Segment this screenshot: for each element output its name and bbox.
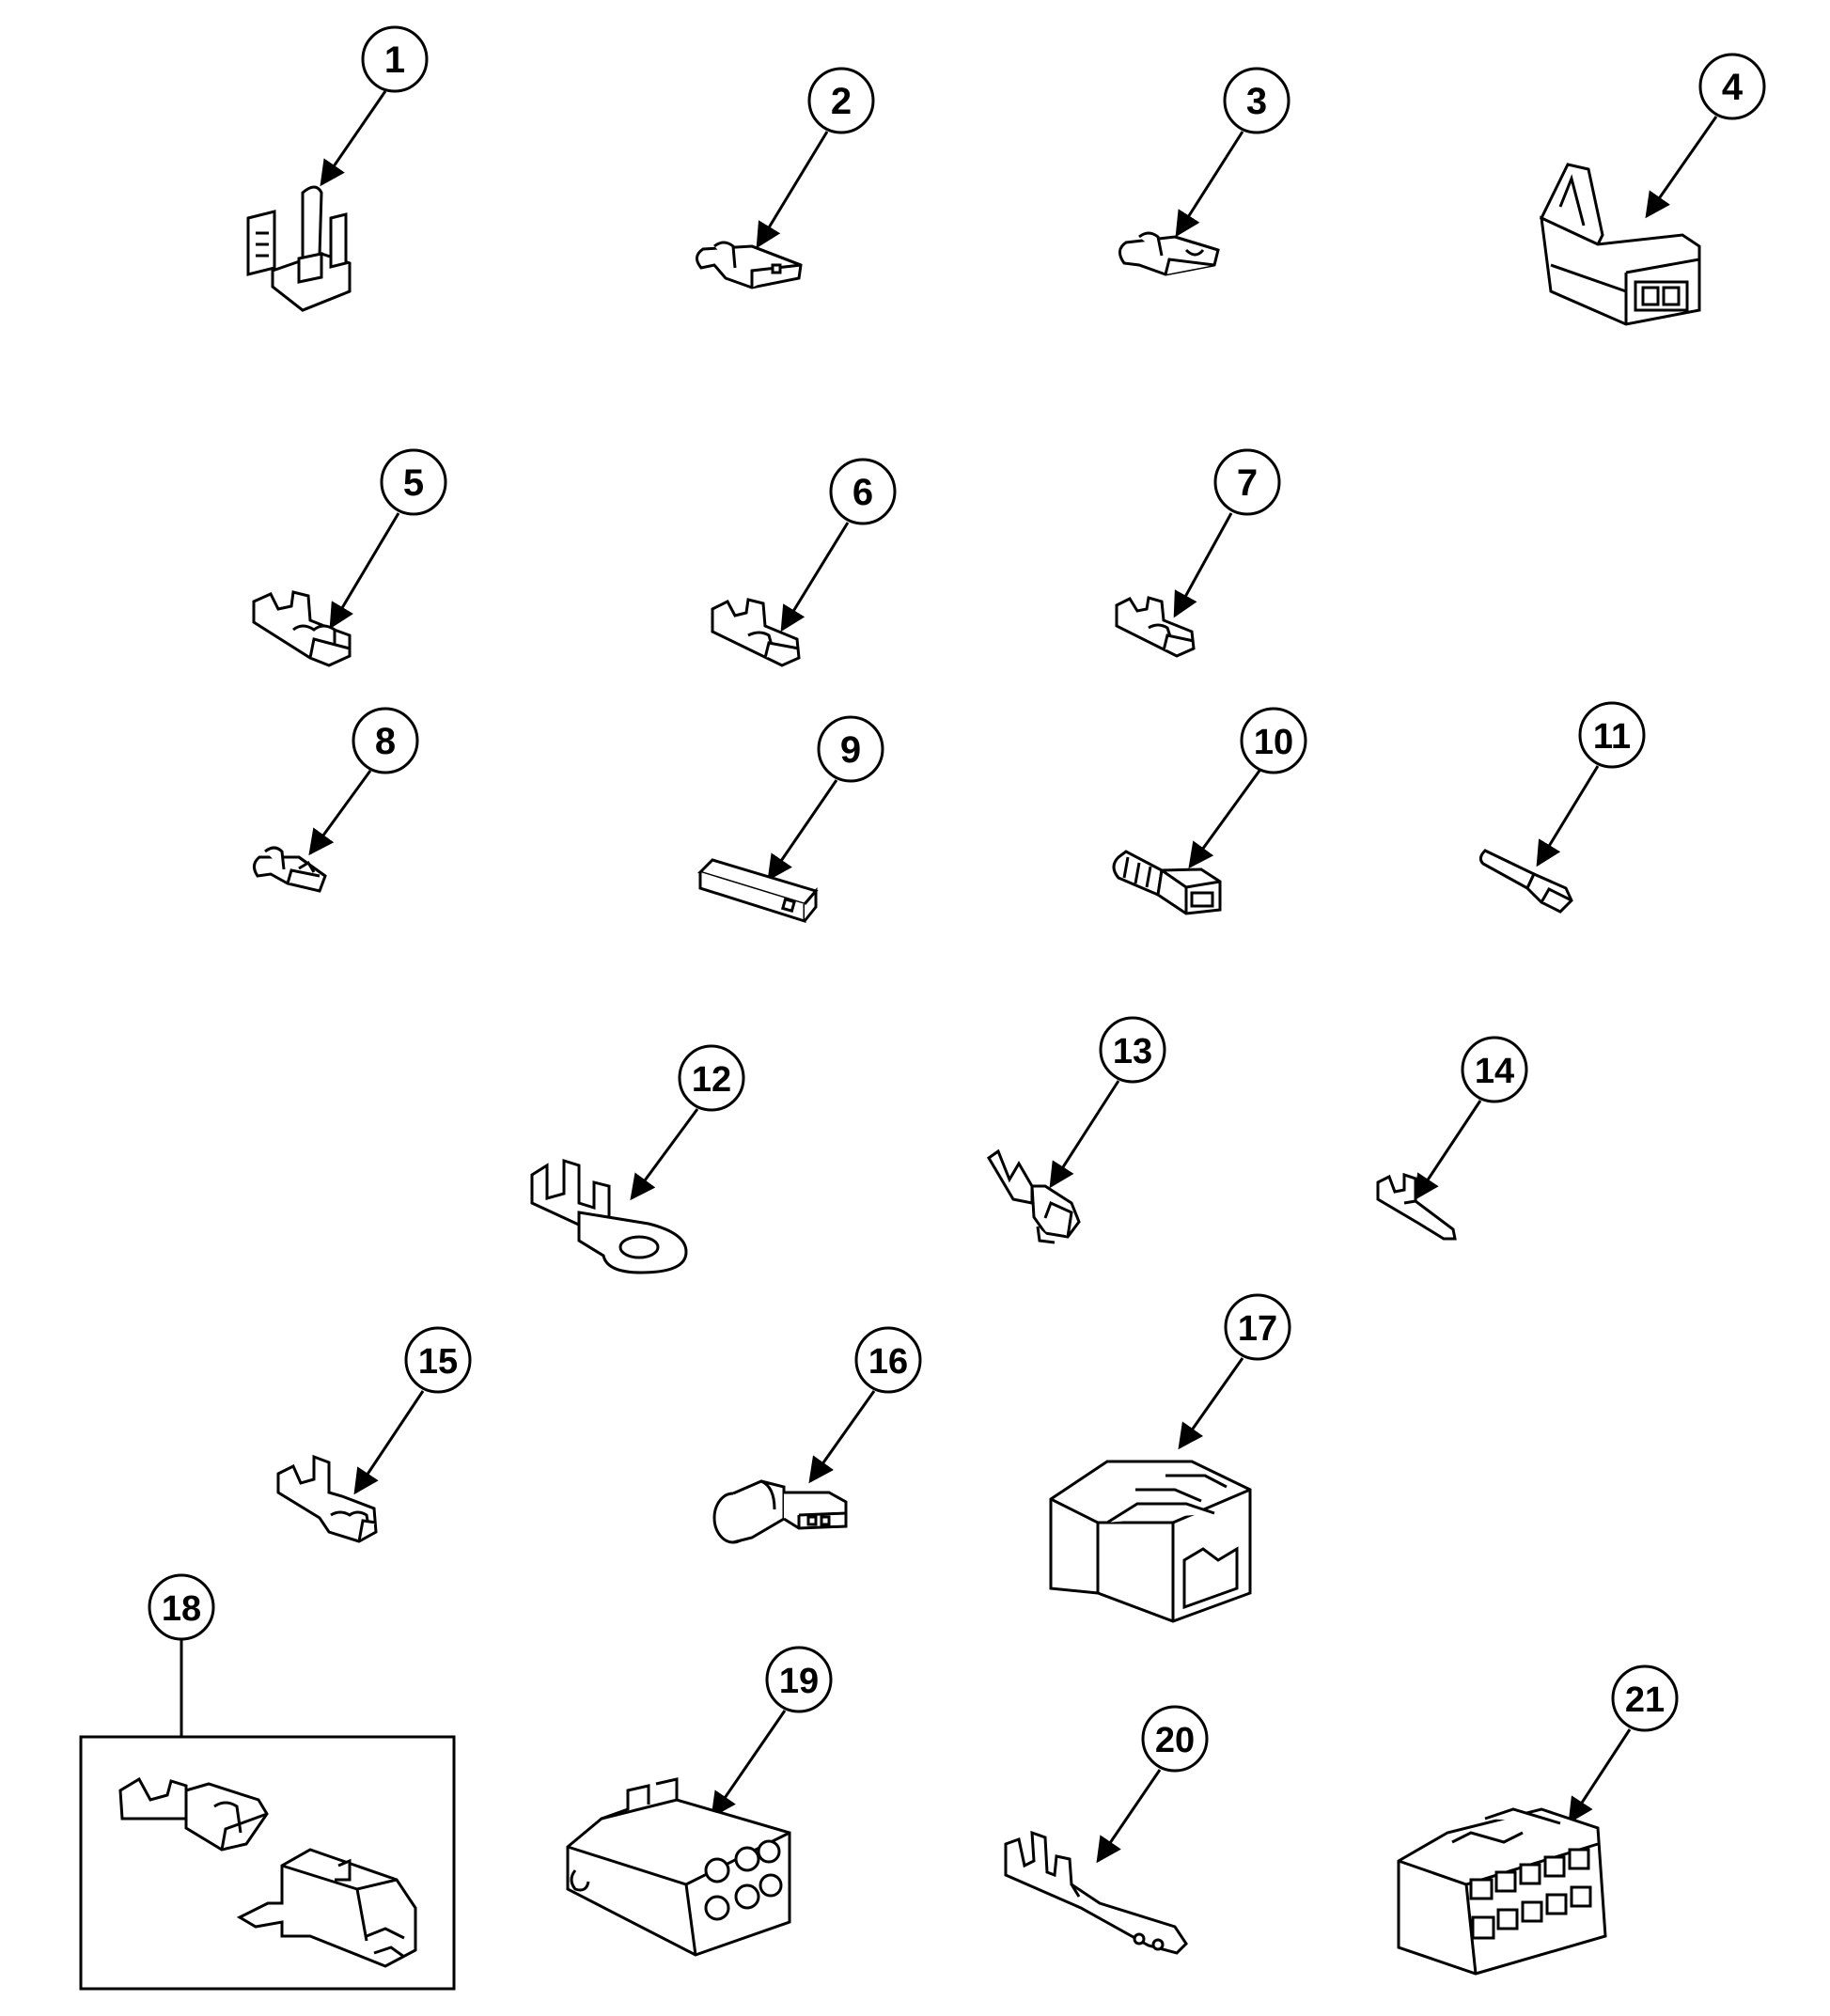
leader-line-4 [1645, 116, 1718, 219]
connector-housing-icon [1049, 1460, 1252, 1623]
female-terminal-icon [252, 590, 352, 667]
callout-8: 8 [352, 707, 419, 774]
callout-18: 18 [148, 1573, 215, 1641]
leader-line-12 [630, 1108, 699, 1201]
callout-7: 7 [1213, 448, 1281, 516]
leader-line-19 [711, 1710, 787, 1819]
leader-line-3 [1175, 131, 1244, 238]
callout-5: 5 [380, 448, 447, 516]
leader-line-1 [320, 90, 387, 187]
leader-line-7 [1173, 512, 1233, 618]
female-terminal-icon [696, 241, 803, 289]
svg-text:15: 15 [418, 1342, 458, 1382]
svg-text:21: 21 [1625, 1680, 1665, 1720]
ten-pin-connector-icon [1397, 1807, 1607, 1976]
leader-line-20 [1096, 1769, 1162, 1864]
leader-line-10 [1188, 770, 1261, 869]
svg-text:12: 12 [692, 1060, 731, 1100]
insulated-terminal-icon [1112, 850, 1222, 915]
callout-19: 19 [765, 1646, 833, 1713]
svg-text:5: 5 [403, 462, 424, 504]
flag-terminal-icon [712, 1479, 848, 1544]
leader-line-17 [1178, 1357, 1244, 1450]
svg-text:10: 10 [1254, 723, 1293, 762]
terminal-kit-icon [118, 1776, 417, 1968]
svg-text:2: 2 [831, 81, 852, 122]
pin-terminal-icon [1004, 1830, 1188, 1955]
female-terminal-icon [711, 598, 801, 667]
svg-text:20: 20 [1155, 1721, 1195, 1760]
ring-terminal-icon [530, 1158, 688, 1274]
svg-text:14: 14 [1475, 1052, 1514, 1091]
svg-text:16: 16 [868, 1342, 908, 1382]
callout-16: 16 [854, 1326, 922, 1394]
leader-line-16 [808, 1390, 876, 1484]
callout-15: 15 [404, 1326, 472, 1394]
callout-20: 20 [1141, 1705, 1209, 1773]
callout-21: 21 [1611, 1664, 1679, 1732]
female-terminal-icon [1115, 596, 1196, 658]
female-terminal-icon [1118, 231, 1220, 276]
callout-17: 17 [1224, 1293, 1291, 1361]
connector-housing-icon [1539, 163, 1701, 326]
connector-clip-icon [246, 185, 352, 312]
svg-text:17: 17 [1238, 1309, 1277, 1349]
female-terminal-icon [276, 1454, 378, 1543]
callout-4: 4 [1698, 53, 1766, 120]
insulator-housing-icon [697, 858, 819, 924]
leader-line-11 [1536, 765, 1600, 867]
svg-text:19: 19 [779, 1662, 819, 1701]
callout-13: 13 [1099, 1016, 1166, 1084]
svg-text:8: 8 [375, 721, 396, 762]
callout-3: 3 [1223, 67, 1290, 134]
leader-line-2 [756, 131, 829, 249]
callout-9: 9 [817, 715, 884, 783]
leader-line-8 [308, 770, 372, 856]
svg-text:11: 11 [1593, 717, 1631, 757]
leader-line-21 [1568, 1728, 1632, 1824]
leader-line-9 [767, 779, 838, 882]
svg-text:1: 1 [384, 39, 405, 81]
leader-line-15 [353, 1390, 425, 1495]
callout-2: 2 [807, 67, 875, 134]
leader-line-6 [780, 522, 850, 633]
leader-line-13 [1049, 1080, 1120, 1189]
female-terminal-icon [253, 846, 327, 893]
callout-6: 6 [829, 458, 897, 525]
callout-10: 10 [1240, 707, 1307, 774]
leader-line-5 [329, 512, 400, 630]
crimp-terminal-icon [987, 1149, 1081, 1244]
svg-text:18: 18 [162, 1589, 201, 1629]
crimp-terminal-icon [1376, 1172, 1457, 1241]
svg-text:13: 13 [1113, 1032, 1152, 1071]
callout-11: 11 [1578, 701, 1646, 769]
leader-line-14 [1414, 1100, 1482, 1201]
svg-text:6: 6 [852, 472, 873, 513]
svg-text:9: 9 [840, 729, 861, 771]
callout-1: 1 [361, 25, 429, 93]
svg-text:4: 4 [1722, 67, 1744, 108]
svg-text:3: 3 [1246, 81, 1267, 122]
svg-text:7: 7 [1237, 462, 1258, 504]
callout-14: 14 [1461, 1036, 1528, 1103]
six-pin-connector-icon [566, 1777, 791, 1957]
insulated-terminal-icon [1478, 849, 1573, 914]
callout-12: 12 [678, 1044, 745, 1112]
